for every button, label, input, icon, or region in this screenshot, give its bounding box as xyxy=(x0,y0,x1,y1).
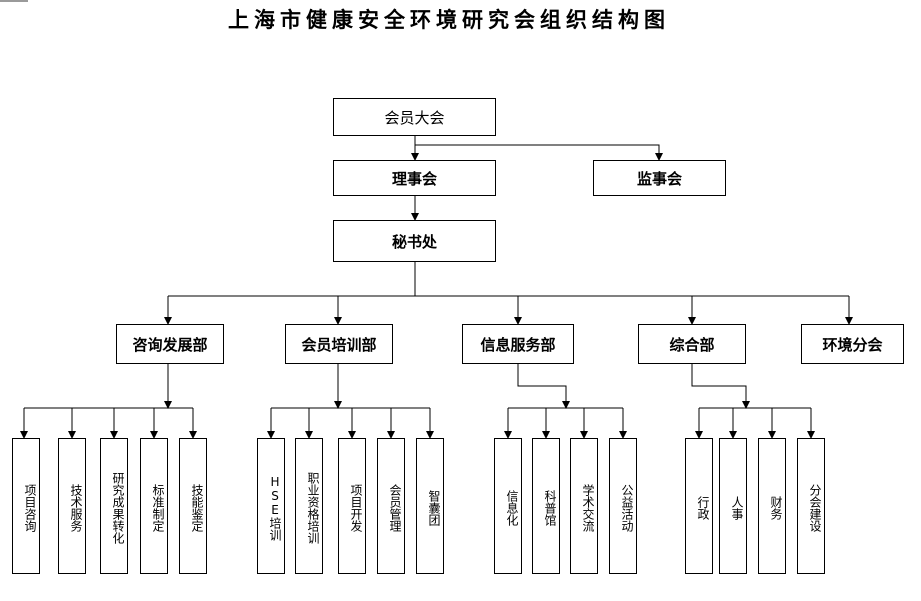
leaf-node: 行政 xyxy=(685,438,713,574)
leaf-node: 人事 xyxy=(719,438,747,574)
leaf-node: 分会建设 xyxy=(797,438,825,574)
leaf-node: 研究成果转化 xyxy=(100,438,128,574)
leaf-node: 技能鉴定 xyxy=(179,438,207,574)
node-supervisory: 监事会 xyxy=(593,160,726,196)
leaf-node: 项目咨询 xyxy=(12,438,40,574)
dept-training: 会员培训部 xyxy=(285,324,393,364)
leaf-node: 信息化 xyxy=(494,438,522,574)
leaf-node: 智囊团 xyxy=(416,438,444,574)
leaf-node: 项目开发 xyxy=(338,438,366,574)
leaf-node: 财务 xyxy=(758,438,786,574)
edge-dept4-bus xyxy=(691,364,750,409)
dept-consulting: 咨询发展部 xyxy=(116,324,224,364)
corner-mark xyxy=(0,0,28,2)
leaf-node: 标准制定 xyxy=(140,438,168,574)
node-secretariat: 秘书处 xyxy=(333,220,496,262)
leaf-node: 学术交流 xyxy=(570,438,598,574)
leaf-node: 科普馆 xyxy=(532,438,560,574)
dept-general: 综合部 xyxy=(638,324,746,364)
dept-information: 信息服务部 xyxy=(462,324,574,364)
node-assembly: 会员大会 xyxy=(333,98,496,136)
chart-title: 上海市健康安全环境研究会组织结构图 xyxy=(228,8,670,32)
leaf-node: 技术服务 xyxy=(58,438,86,574)
node-council: 理事会 xyxy=(333,160,496,196)
leaf-node: 会员管理 xyxy=(377,438,405,574)
leaf-node: 职业资格培训 xyxy=(295,438,323,574)
leaf-node: HSE培训 xyxy=(257,438,285,574)
edge-assembly-supervisory xyxy=(415,144,663,161)
edge-dept3-bus xyxy=(517,364,570,409)
dept-environment-branch: 环境分会 xyxy=(801,324,904,364)
leaf-node: 公益活动 xyxy=(609,438,637,574)
